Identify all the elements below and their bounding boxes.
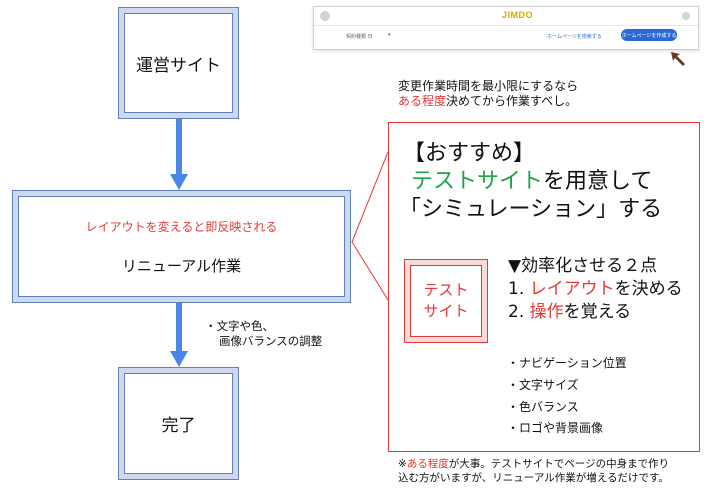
top-note-line2: ある程度決めてから作業すべし。 bbox=[398, 94, 578, 109]
point-1-red: レイアウト bbox=[529, 279, 615, 299]
box-operating-site: 運営サイト bbox=[118, 7, 239, 119]
box-renewal-work-inner: レイアウトを変えると即反映される リニューアル作業 bbox=[18, 196, 345, 297]
top-note: 変更作業時間を最小限にするなら ある程度決めてから作業すべし。 bbox=[398, 79, 578, 109]
screenshot-search-link: ホームページを検索する bbox=[547, 34, 602, 40]
jimdo-logo: JIMDO bbox=[502, 10, 534, 20]
adjustment-note-line2: 画像バランスの調整 bbox=[219, 334, 323, 348]
top-note-line1: 変更作業時間を最小限にするなら bbox=[398, 79, 579, 93]
footer-rest1: が大事。テストサイトでページの中身まで作り bbox=[448, 458, 670, 470]
panel-test-site-green: テストサイト bbox=[411, 169, 544, 194]
top-note-rest: 決めてから作業すべし。 bbox=[446, 94, 578, 108]
screenshot-menu-icon bbox=[682, 12, 690, 20]
test-site-line1: テスト bbox=[423, 281, 469, 299]
test-site-line2: サイト bbox=[423, 302, 469, 320]
arrow-head-1 bbox=[170, 174, 188, 190]
points-title: ▼効率化させる２点 bbox=[508, 256, 658, 276]
bullet-font-size: ・文字サイズ bbox=[507, 378, 579, 392]
arrow-head-2 bbox=[170, 351, 188, 367]
footer-prefix: ※ bbox=[398, 458, 407, 470]
box-operating-site-label: 運営サイト bbox=[136, 55, 221, 76]
arrow-shaft-1 bbox=[176, 119, 182, 174]
footer-line2: 込む方がいますが、リニューアル作業が増えるだけです。 bbox=[398, 472, 669, 484]
panel-line3: 「シミュレーション」する bbox=[399, 197, 663, 222]
adjustment-note: ・文字や色、 画像バランスの調整 bbox=[205, 319, 322, 349]
point-2-num: 2. bbox=[508, 302, 530, 322]
point-1: 1. レイアウトを決める bbox=[508, 278, 683, 300]
point-2-rest: を覚える bbox=[563, 302, 632, 322]
box-complete: 完了 bbox=[118, 367, 239, 480]
box-complete-label: 完了 bbox=[161, 416, 196, 436]
panel-heading: 【おすすめ】 bbox=[403, 141, 536, 166]
box-operating-site-inner: 運営サイト bbox=[124, 13, 233, 113]
screenshot-create-button: ホームページを作成する bbox=[621, 29, 677, 41]
panel-line2: テストサイトを用意して bbox=[411, 169, 652, 195]
jimdo-screenshot: JIMDO 契約種類 日 ▾ ホームページを検索する ホームページを作成する bbox=[313, 6, 699, 50]
test-site-box: テスト サイト bbox=[404, 259, 488, 343]
footer-red: ある程度 bbox=[406, 458, 449, 470]
panel-line2-rest: を用意して bbox=[543, 169, 653, 194]
chevron-down-icon: ▾ bbox=[388, 32, 391, 38]
screenshot-select: 契約種類 日 bbox=[346, 34, 373, 40]
point-1-rest: を決める bbox=[614, 279, 683, 299]
box-complete-inner: 完了 bbox=[124, 373, 233, 474]
adjustment-note-line1: ・文字や色、 bbox=[205, 319, 274, 333]
test-site-box-inner: テスト サイト bbox=[410, 265, 482, 337]
footer-note: ※ある程度が大事。テストサイトでページの中身まで作り 込む方がいますが、リニュー… bbox=[398, 457, 669, 485]
recommendation-panel: 【おすすめ】 テストサイトを用意して 「シミュレーション」する テスト サイト … bbox=[388, 122, 700, 452]
box-renewal-work: レイアウトを変えると即反映される リニューアル作業 bbox=[12, 190, 351, 303]
point-2-red: 操作 bbox=[529, 302, 564, 322]
point-2: 2. 操作を覚える bbox=[508, 301, 631, 323]
screenshot-avatar-icon bbox=[320, 11, 330, 21]
top-note-red: ある程度 bbox=[398, 94, 447, 108]
arrow-shaft-2 bbox=[176, 303, 182, 353]
callout-pointer bbox=[351, 151, 389, 301]
bullet-nav-position: ・ナビゲーション位置 bbox=[507, 356, 627, 370]
box-renewal-work-label: リニューアル作業 bbox=[121, 256, 242, 275]
bullet-color-balance: ・色バランス bbox=[507, 400, 579, 414]
footer-line1: ※ある程度が大事。テストサイトでページの中身まで作り bbox=[398, 457, 669, 471]
screenshot-topbar: JIMDO bbox=[314, 7, 698, 26]
point-1-num: 1. bbox=[508, 279, 530, 299]
bullet-logo-background: ・ロゴや背景画像 bbox=[507, 421, 604, 435]
instant-reflect-label: レイアウトを変えると即反映される bbox=[85, 219, 278, 234]
pointer-arrow-icon bbox=[671, 52, 685, 66]
